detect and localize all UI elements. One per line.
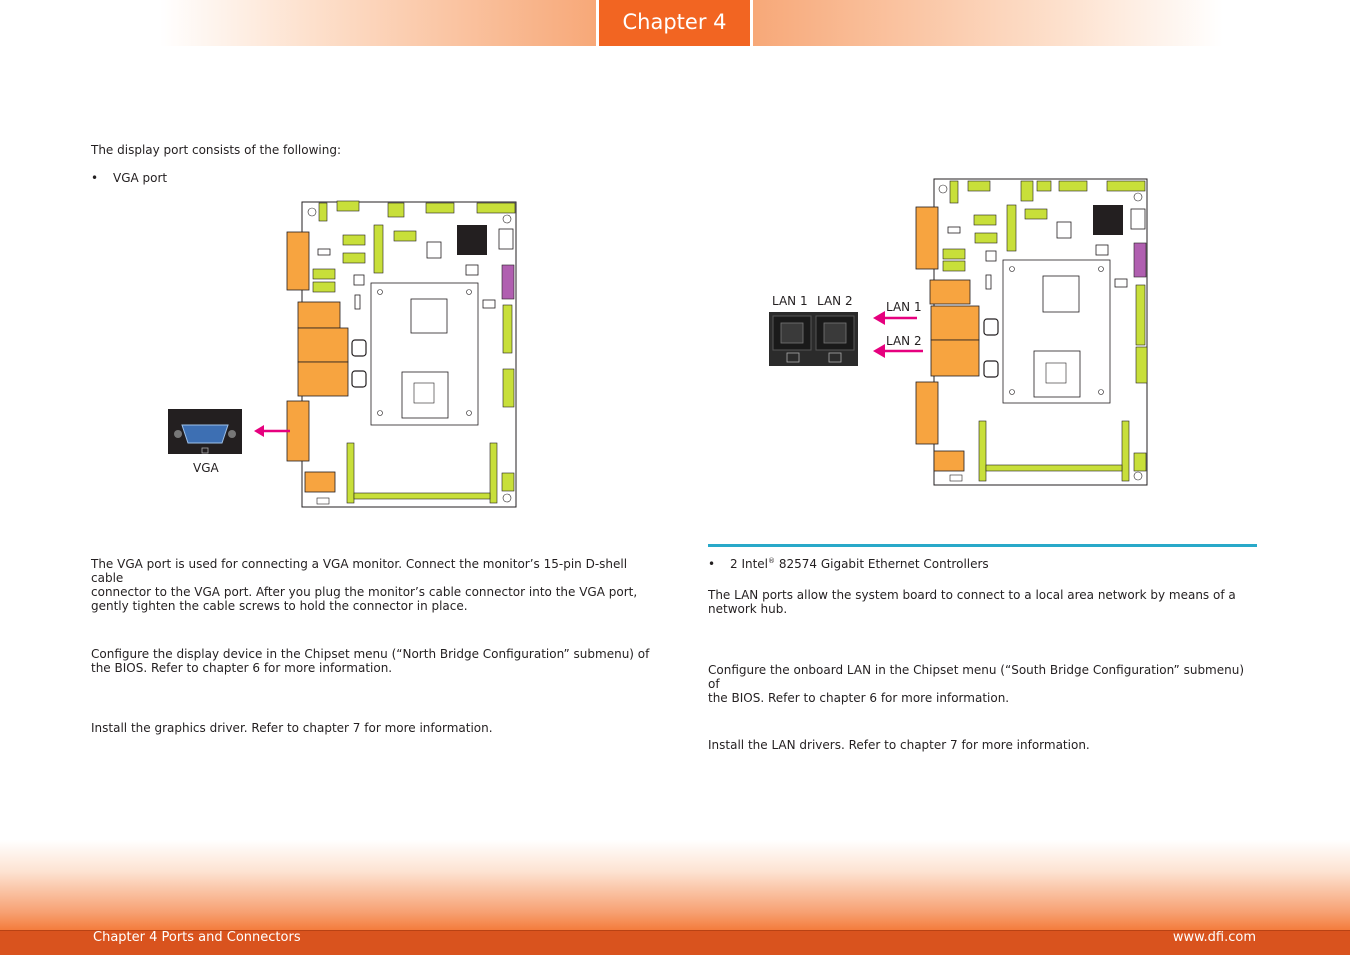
lan-desc-line-1: The LAN ports allow the system board to … <box>708 588 1236 602</box>
header-band-left <box>160 0 596 46</box>
bullet-lan-controllers: • 2 Intel® 82574 Gigabit Ethernet Control… <box>708 557 989 571</box>
lan1-arrow-label: LAN 1 <box>886 300 922 314</box>
vga-desc-line-3: gently tighten the cable screws to hold … <box>91 599 468 613</box>
board-diagram-lan <box>769 178 1148 486</box>
lan-desc-line-2: network hub. <box>708 602 788 616</box>
lan1-top-label: LAN 1 <box>772 294 808 308</box>
chapter-tab: Chapter 4 <box>599 0 750 46</box>
bullet-text: VGA port <box>113 171 168 185</box>
section-divider <box>708 544 1257 547</box>
lan2-top-label: LAN 2 <box>817 294 853 308</box>
display-intro: The display port consists of the followi… <box>91 143 342 157</box>
lan-bios-line-1: Configure the onboard LAN in the Chipset… <box>708 663 1245 691</box>
bullet-text-prefix: 2 Intel <box>730 557 769 571</box>
vga-desc-line-2: connector to the VGA port. After you plu… <box>91 585 638 599</box>
footer-website-link[interactable]: www.dfi.com <box>1172 930 1256 945</box>
lan-bios-note: Configure the onboard LAN in the Chipset… <box>708 663 1257 705</box>
vga-driver-note: Install the graphics driver. Refer to ch… <box>91 721 493 735</box>
vga-bios-line-1: Configure the display device in the Chip… <box>91 647 650 661</box>
bullet-dot: • <box>708 557 716 571</box>
bullet-dot: • <box>91 171 99 185</box>
header-band-right <box>753 0 1223 46</box>
footer-bar <box>0 930 1350 955</box>
registered-mark: ® <box>768 557 776 565</box>
lan-bios-line-2: the BIOS. Refer to chapter 6 for more in… <box>708 691 1010 705</box>
vga-bios-line-2: the BIOS. Refer to chapter 6 for more in… <box>91 661 393 675</box>
vga-bios-note: Configure the display device in the Chip… <box>91 647 651 675</box>
footer-chapter-title: Chapter 4 Ports and Connectors <box>93 930 301 945</box>
vga-label: VGA <box>193 461 219 475</box>
lan-driver-note: Install the LAN drivers. Refer to chapte… <box>708 738 1090 752</box>
vga-desc-line-1: The VGA port is used for connecting a VG… <box>91 557 628 585</box>
lan-description: The LAN ports allow the system board to … <box>708 588 1257 616</box>
bullet-vga: • VGA port <box>91 171 167 185</box>
bullet-text-suffix: 82574 Gigabit Ethernet Controllers <box>775 557 989 571</box>
board-diagram-vga <box>168 200 517 508</box>
footer-gradient <box>0 840 1350 930</box>
lan2-arrow-label: LAN 2 <box>886 334 922 348</box>
vga-description: The VGA port is used for connecting a VG… <box>91 557 651 613</box>
